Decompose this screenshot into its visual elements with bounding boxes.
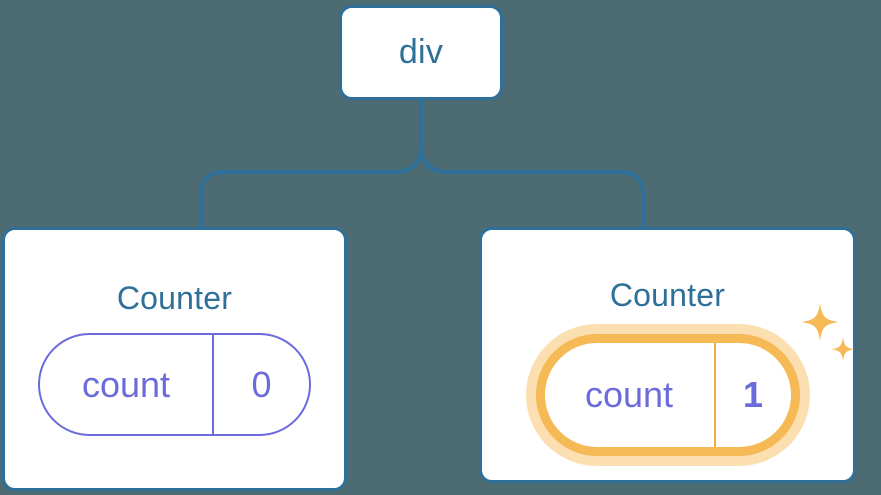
node-counter-left[interactable]: Counter count 0 — [2, 227, 347, 491]
node-div-label: div — [398, 33, 444, 71]
state-pill-right[interactable]: count 1 — [535, 334, 800, 456]
state-pill-left-wrapper: count 0 — [38, 333, 311, 436]
component-title-left: Counter — [116, 280, 233, 316]
state-pill-left[interactable]: count 0 — [38, 333, 311, 436]
sparkle-group — [800, 303, 855, 361]
sparkle-small-icon — [830, 337, 855, 361]
state-value-cell-left: 0 — [214, 335, 309, 434]
state-key-right: count — [584, 374, 674, 415]
state-key-cell-right: count — [545, 343, 716, 447]
state-value-left: 0 — [251, 363, 272, 405]
edge-root-to-right-child — [419, 98, 645, 232]
state-pill-right-wrapper: count 1 — [525, 303, 855, 466]
state-value-right: 1 — [742, 374, 764, 415]
node-counter-right[interactable]: Counter count 1 — [479, 227, 856, 483]
state-key-cell-left: count — [40, 335, 214, 434]
sparkle-large-icon — [800, 303, 839, 341]
state-value-cell-right: 1 — [716, 343, 791, 447]
node-div[interactable]: div — [339, 5, 503, 100]
state-key-left: count — [81, 363, 171, 405]
edge-root-to-left-child — [199, 98, 423, 232]
component-title-right: Counter — [609, 277, 726, 313]
